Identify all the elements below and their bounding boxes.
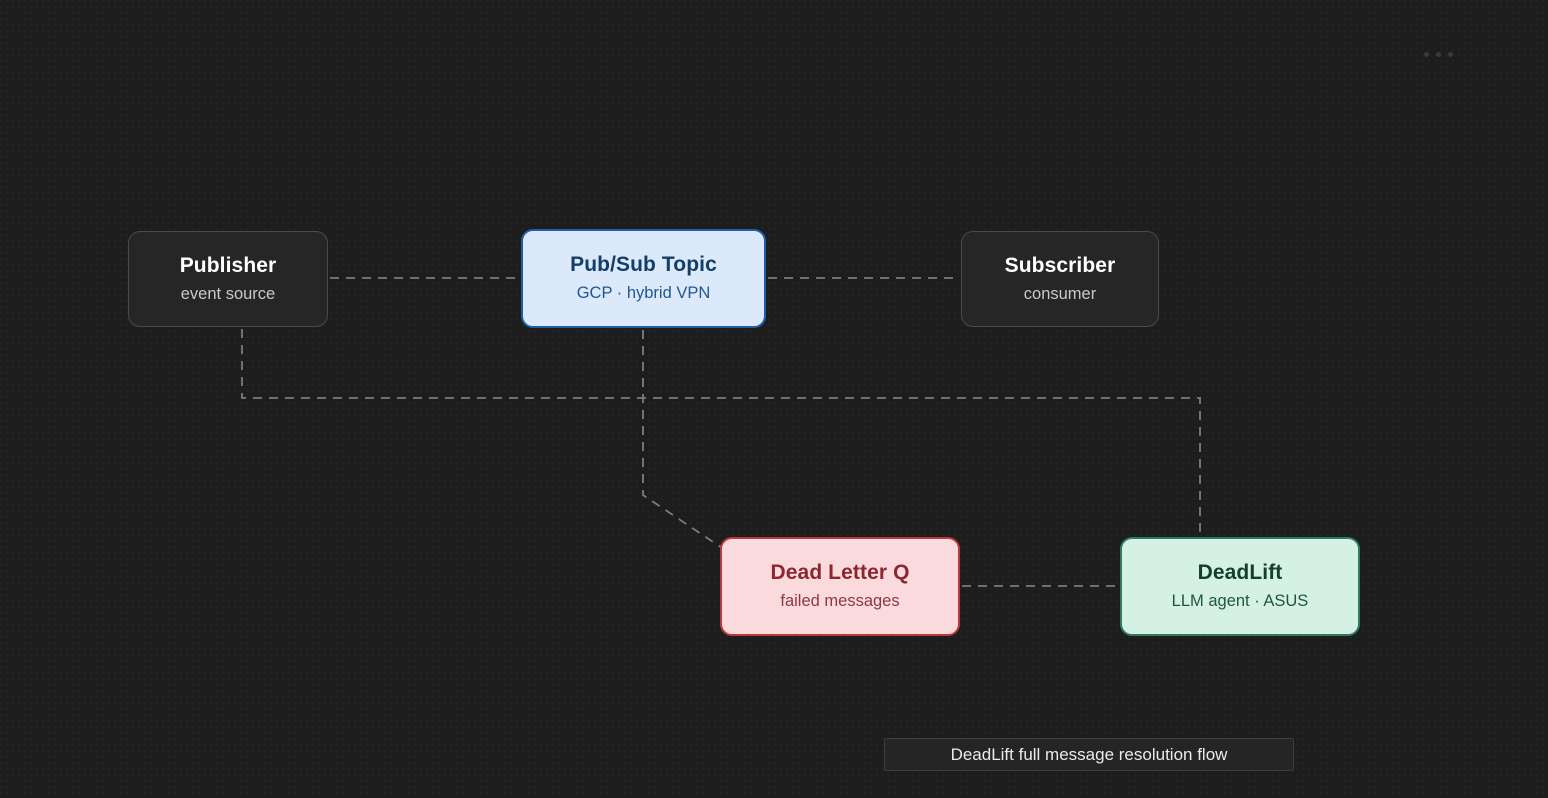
dot-2 (1436, 52, 1441, 57)
node-publisher-title: Publisher (179, 253, 277, 277)
node-deadlift-subtitle: LLM agent · ASUS (1171, 592, 1309, 611)
node-pubsub-topic-title: Pub/Sub Topic (570, 253, 717, 277)
edge-publisher-to-deadlift (241, 329, 1201, 535)
node-subscriber-title: Subscriber (1004, 253, 1116, 277)
node-pubsub-topic-subtitle: GCP · hybrid VPN (576, 284, 711, 303)
node-subscriber-subtitle: consumer (1023, 284, 1097, 303)
corner-dots-indicator (1424, 52, 1453, 57)
edge-topic-to-dead-letter-q (642, 330, 741, 561)
dot-3 (1448, 52, 1453, 57)
node-dead-letter-q-subtitle: failed messages (780, 592, 900, 611)
node-publisher[interactable]: Publisher event source (128, 231, 328, 327)
node-subscriber[interactable]: Subscriber consumer (961, 231, 1159, 327)
node-dead-letter-q[interactable]: Dead Letter Q failed messages (720, 537, 960, 636)
node-dead-letter-q-title: Dead Letter Q (770, 561, 910, 585)
node-deadlift[interactable]: DeadLift LLM agent · ASUS (1120, 537, 1360, 636)
node-publisher-subtitle: event source (180, 284, 276, 303)
node-deadlift-title: DeadLift (1197, 561, 1283, 585)
dot-1 (1424, 52, 1429, 57)
diagram-caption: DeadLift full message resolution flow (884, 738, 1294, 771)
node-pubsub-topic[interactable]: Pub/Sub Topic GCP · hybrid VPN (521, 229, 766, 328)
